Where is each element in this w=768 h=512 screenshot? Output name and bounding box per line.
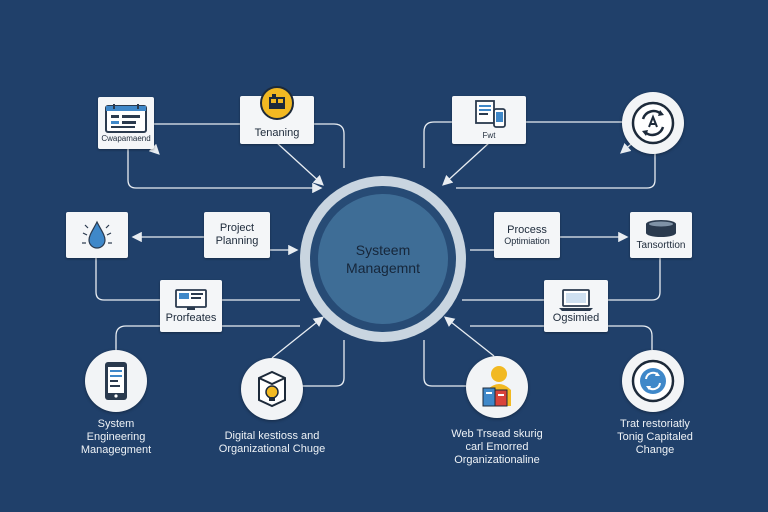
hub-title-line1: Systeem <box>355 242 411 258</box>
node-bottom-3 <box>466 356 528 418</box>
node-top-left-2-label: Tenaning <box>254 127 300 139</box>
hub-ring: Systeem Managemnt <box>300 176 466 342</box>
connector-hub-b-left <box>300 340 345 387</box>
laptop-icon <box>559 288 593 311</box>
lightbulb-box-icon <box>258 370 286 408</box>
node-mid-right-3: Ogsimied <box>544 280 608 332</box>
node-top-left-1-label: Cwapamaend <box>101 133 151 143</box>
refresh-cycle-icon <box>631 101 675 145</box>
refresh-globe-icon <box>631 359 675 403</box>
node-top-left-2: Tenaning <box>240 86 314 144</box>
node-top-right-2 <box>622 92 684 154</box>
connector-b4 <box>470 325 653 350</box>
connector-b3 <box>443 316 495 357</box>
documents-tablet-icon <box>475 100 506 128</box>
node-mid-left-2-line1: Project <box>219 222 255 234</box>
node-bottom-1 <box>85 350 147 412</box>
hub-band: Systeem Managemnt <box>310 186 456 332</box>
node-mid-left-3-label: Prorfeates <box>165 311 217 324</box>
books-person-icon <box>482 366 511 407</box>
monitor-icon <box>175 288 207 310</box>
training-badge-icon <box>260 86 294 120</box>
connector-tr2-hub <box>456 146 656 189</box>
node-mid-right-3-label: Ogsimied <box>552 311 600 324</box>
node-top-left-1: Cwapamaend <box>98 97 154 149</box>
cylinder-icon <box>646 219 676 237</box>
node-mid-left-1 <box>66 212 128 258</box>
node-bottom-4 <box>622 350 684 412</box>
node-mid-left-2-line2: Planning <box>215 235 259 247</box>
connector-tl1-hub <box>127 148 323 194</box>
connector-ml1-down <box>95 258 160 301</box>
node-mid-right-2: Tansorttion <box>630 212 692 258</box>
node-mid-right-1-line1: Process <box>507 224 547 236</box>
connector-tl1-loop <box>148 143 160 155</box>
node-bottom-3-caption: Web Trsead skurig carl Emorred Organizat… <box>451 428 543 466</box>
connector-hub-b-right <box>423 340 466 387</box>
node-mid-left-3: Prorfeates <box>160 280 222 332</box>
node-bottom-2-caption: Digital kestioss and Organizational Chug… <box>218 430 326 455</box>
node-mid-right-1-line2: Optimiation <box>504 236 550 246</box>
calendar-monitor-icon <box>105 103 147 133</box>
node-bottom-1-caption: System Engineering Managegment <box>80 418 152 456</box>
node-mid-right-1: Process Optimiation <box>494 212 560 258</box>
node-top-right-1-label: Fwt <box>482 131 496 140</box>
connector-tl2-right <box>314 123 345 168</box>
connector-tr1-left <box>423 121 452 168</box>
node-top-right-1: Fwt <box>452 96 526 144</box>
connector-mr2-down <box>608 258 661 301</box>
hub-center: Systeem Managemnt <box>318 194 448 324</box>
connector-b1 <box>115 325 300 350</box>
connector-tr1-hub <box>442 141 491 186</box>
node-mid-right-2-label: Tansorttion <box>636 239 686 251</box>
water-drop-icon <box>82 220 112 249</box>
connector-b2 <box>271 316 325 359</box>
hub-title-line2: Managemnt <box>346 260 420 276</box>
node-bottom-4-caption: Trat restoriatly Tonig Capitaled Change <box>617 418 693 456</box>
mobile-phone-icon <box>105 362 127 400</box>
node-mid-left-2: Project Planning <box>204 212 270 258</box>
connector-tl2-hub <box>275 141 324 186</box>
node-bottom-2 <box>241 358 303 420</box>
